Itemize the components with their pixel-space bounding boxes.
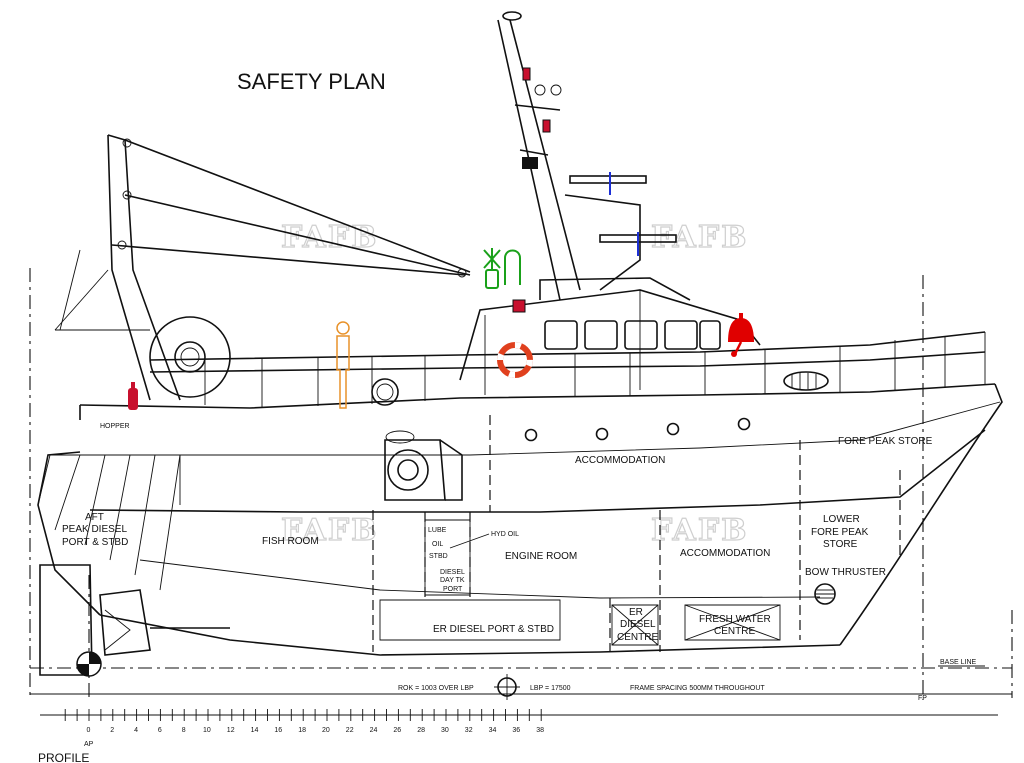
- bulkheads: [372, 415, 901, 652]
- scale-tick-label: 38: [536, 727, 544, 734]
- scale-tick-label: 26: [393, 727, 401, 734]
- scale-tick-label: 4: [134, 727, 138, 734]
- wheelhouse: [459, 277, 761, 395]
- label-diesel-day-tank: DAY TK: [440, 577, 465, 584]
- scale-tick-label: 6: [158, 727, 162, 734]
- scale-tick-label: 28: [417, 727, 425, 734]
- scale-tick-label: 20: [322, 727, 330, 734]
- label-fresh-water-centre: CENTRE: [714, 626, 755, 637]
- label-bow-thruster: BOW THRUSTER: [805, 567, 886, 578]
- winch: [384, 430, 463, 501]
- porthole: [737, 417, 751, 431]
- note-base-line: BASE LINE: [940, 659, 977, 666]
- gantry: [54, 134, 471, 401]
- scale-tick-label: 16: [274, 727, 282, 734]
- scale-tick-label: 2: [110, 727, 114, 734]
- drawing-notes: BASE LINE ROK = 1003 OVER LBP LBP = 1750…: [84, 659, 985, 748]
- mast: [497, 11, 677, 301]
- propeller-rudder: [39, 564, 230, 676]
- label-lube-oil: LUBE: [428, 527, 447, 534]
- scale-tick-label: 18: [298, 727, 306, 734]
- watermark: FAFB: [281, 513, 378, 548]
- label-hyd-oil: HYD OIL: [491, 531, 519, 538]
- watermark: FAFB: [651, 220, 748, 255]
- porthole: [666, 422, 680, 436]
- note-lbp: LBP = 17500: [530, 685, 571, 692]
- label-lube-oil: STBD: [429, 553, 448, 560]
- label-accommodation-upper: ACCOMMODATION: [575, 455, 665, 466]
- scale-tick-label: 30: [441, 727, 449, 734]
- scale-tick-label: 14: [251, 727, 259, 734]
- scale-tick-label: 36: [512, 727, 520, 734]
- label-lower-fore-peak: STORE: [823, 539, 858, 550]
- label-lower-fore-peak: LOWER: [823, 514, 860, 525]
- scale-tick-label: 34: [489, 727, 497, 734]
- fire-extinguisher-icon: [128, 382, 138, 410]
- label-er-diesel: ER DIESEL PORT & STBD: [433, 624, 554, 635]
- label-diesel-day-tank: DIESEL: [440, 569, 465, 576]
- person-figure-icon: [336, 321, 350, 409]
- note-ap: AP: [84, 741, 94, 748]
- bow-thruster-icon: [814, 583, 836, 605]
- bell-icon: [728, 313, 754, 357]
- label-hopper: HOPPER: [100, 423, 130, 430]
- porthole: [595, 427, 609, 441]
- center-of-gravity-icon: [494, 674, 520, 700]
- perpendicular-lines: [29, 268, 1013, 700]
- label-fish-room: FISH ROOM: [262, 536, 319, 547]
- scale-tick-label: 22: [346, 727, 354, 734]
- note-frame-spacing: FRAME SPACING 500MM THROUGHOUT: [630, 685, 765, 692]
- note-fp: FP: [918, 695, 927, 702]
- label-er-diesel-centre: CENTRE: [617, 632, 658, 643]
- lifebuoy-icon: [497, 342, 533, 378]
- stability-mark-icon: [76, 651, 102, 677]
- label-er-diesel-centre: ER: [629, 607, 643, 618]
- label-lower-fore-peak: FORE PEAK: [811, 527, 869, 538]
- watermark: FAFB: [651, 513, 748, 548]
- scale-tick-label: 24: [370, 727, 378, 734]
- compartment-labels: HOPPER AFT PEAK DIESEL PORT & STBD FISH …: [62, 423, 933, 643]
- scale-tick-label: 10: [203, 727, 211, 734]
- label-er-diesel-centre: DIESEL: [620, 619, 656, 630]
- label-fore-peak-store: FORE PEAK STORE: [838, 436, 933, 447]
- profile-label: PROFILE: [38, 751, 89, 763]
- label-aft-peak: PORT & STBD: [62, 537, 128, 548]
- label-diesel-day-tank: PORT: [443, 586, 463, 593]
- hull: [37, 316, 1003, 656]
- watermarks: FAFB FAFB FAFB FAFB: [280, 219, 748, 548]
- scale-tick-label: 12: [227, 727, 235, 734]
- porthole: [524, 428, 538, 442]
- label-engine-room: ENGINE ROOM: [505, 551, 577, 562]
- tank-outlines: [379, 519, 781, 646]
- scale-tick-label: 32: [465, 727, 473, 734]
- label-fresh-water-centre: FRESH WATER: [699, 614, 771, 625]
- label-aft-peak: PEAK DIESEL: [62, 524, 127, 535]
- label-lube-oil: OIL: [432, 541, 443, 548]
- label-accommodation-lower: ACCOMMODATION: [680, 548, 770, 559]
- plan-title: SAFETY PLAN: [237, 69, 386, 94]
- scale-tick-label: 8: [182, 727, 186, 734]
- scale-tick-label: 0: [87, 727, 91, 734]
- label-aft-peak: AFT: [85, 512, 104, 523]
- note-rok: ROK = 1003 OVER LBP: [398, 685, 474, 692]
- green-navigation-light-icon: [483, 248, 521, 289]
